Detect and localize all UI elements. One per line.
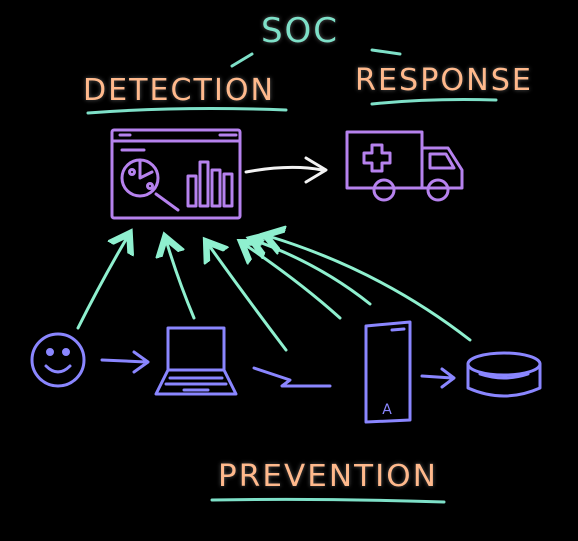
server-icon: [364, 320, 412, 424]
user-to-laptop-arrow: [100, 350, 150, 374]
user-telemetry-arrow: [76, 236, 128, 330]
network-link-icon: [252, 366, 332, 388]
response-label: RESPONSE: [355, 63, 533, 98]
smiley-user-icon: [30, 332, 86, 388]
server-letter: A: [382, 402, 394, 418]
response-underline: [370, 98, 498, 106]
detection-to-response-arrow: [244, 156, 328, 184]
prevention-underline: [210, 497, 446, 504]
database-icon: [466, 351, 542, 398]
ambulance-icon: [345, 130, 464, 202]
soc-right-tick: [370, 48, 402, 56]
server-to-database-arrow: [420, 367, 456, 389]
dashboard-monitor-icon: [110, 128, 242, 220]
telemetry-arrows: [76, 236, 472, 352]
laptop-telemetry-arrow-1: [166, 240, 196, 320]
soc-title: SOC: [261, 11, 339, 51]
laptop-telemetry-arrow-2: [208, 244, 288, 352]
soc-left-tick: [230, 52, 254, 68]
prevention-label: PREVENTION: [218, 459, 438, 494]
database-telemetry-arrow: [268, 236, 472, 342]
detection-label: DETECTION: [83, 73, 275, 108]
detection-underline: [86, 107, 288, 115]
laptop-icon: [154, 326, 238, 396]
